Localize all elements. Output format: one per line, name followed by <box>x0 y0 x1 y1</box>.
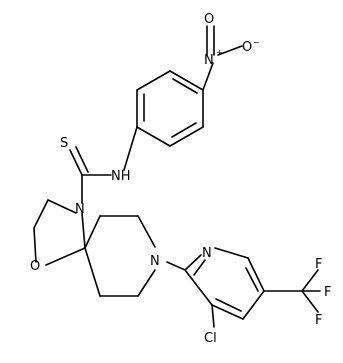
piperidine-nitrogen-label: N <box>150 254 160 269</box>
oxazolidine-ring <box>33 199 86 266</box>
pyridine-nitrogen-label: N <box>202 246 212 261</box>
amide-nh-label: NH <box>111 169 131 184</box>
nitro-oxygen-charge: − <box>253 38 260 47</box>
atom-labels: N + O O − S NH N O N N Cl F F F <box>30 12 331 346</box>
thione-sulfur-label: S <box>60 136 68 151</box>
oxazolidine-nitrogen-label: N <box>75 202 85 217</box>
pyridine-ring <box>166 247 265 320</box>
chlorine-label: Cl <box>204 331 217 346</box>
nitrophenyl-ring <box>136 70 204 147</box>
thioamide-group <box>69 126 138 204</box>
fluorine-bottom-label: F <box>315 313 322 328</box>
nitro-group <box>202 25 243 91</box>
nitro-oxygen-top-label: O <box>204 12 214 27</box>
chloro-bond <box>211 304 215 328</box>
oxazolidine-oxygen-label: O <box>30 259 40 274</box>
fluorine-top-label: F <box>315 257 322 272</box>
trifluoromethyl-group <box>263 269 321 313</box>
nitro-nitrogen-charge: + <box>216 48 223 57</box>
piperidine-ring <box>84 215 156 297</box>
fluorine-right-label: F <box>324 285 331 300</box>
nitro-oxygen-right-label: O <box>242 40 252 55</box>
nitro-nitrogen-label: N <box>204 53 214 68</box>
